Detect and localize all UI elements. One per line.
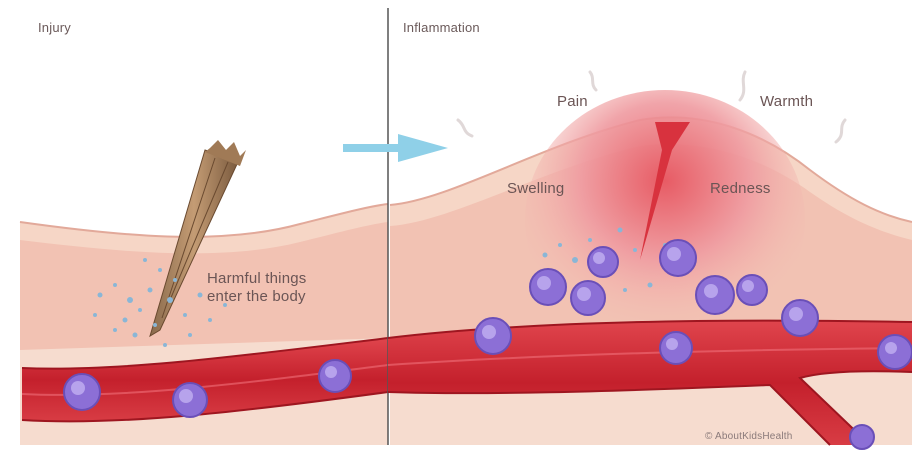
inflammation-panel-title: Inflammation (403, 20, 480, 35)
warmth-label: Warmth (760, 93, 813, 110)
swelling-label: Swelling (507, 180, 564, 197)
copyright-credit: © AboutKidsHealth (705, 431, 793, 442)
harmful-label-line1: Harmful things (207, 270, 307, 288)
harmful-things-label: Harmful things enter the body (207, 270, 307, 306)
harmful-label-line2: enter the body (207, 288, 307, 306)
pain-label: Pain (557, 93, 588, 110)
redness-label: Redness (710, 180, 771, 197)
arrow-right-icon (343, 134, 448, 162)
injury-panel-title: Injury (38, 20, 71, 35)
